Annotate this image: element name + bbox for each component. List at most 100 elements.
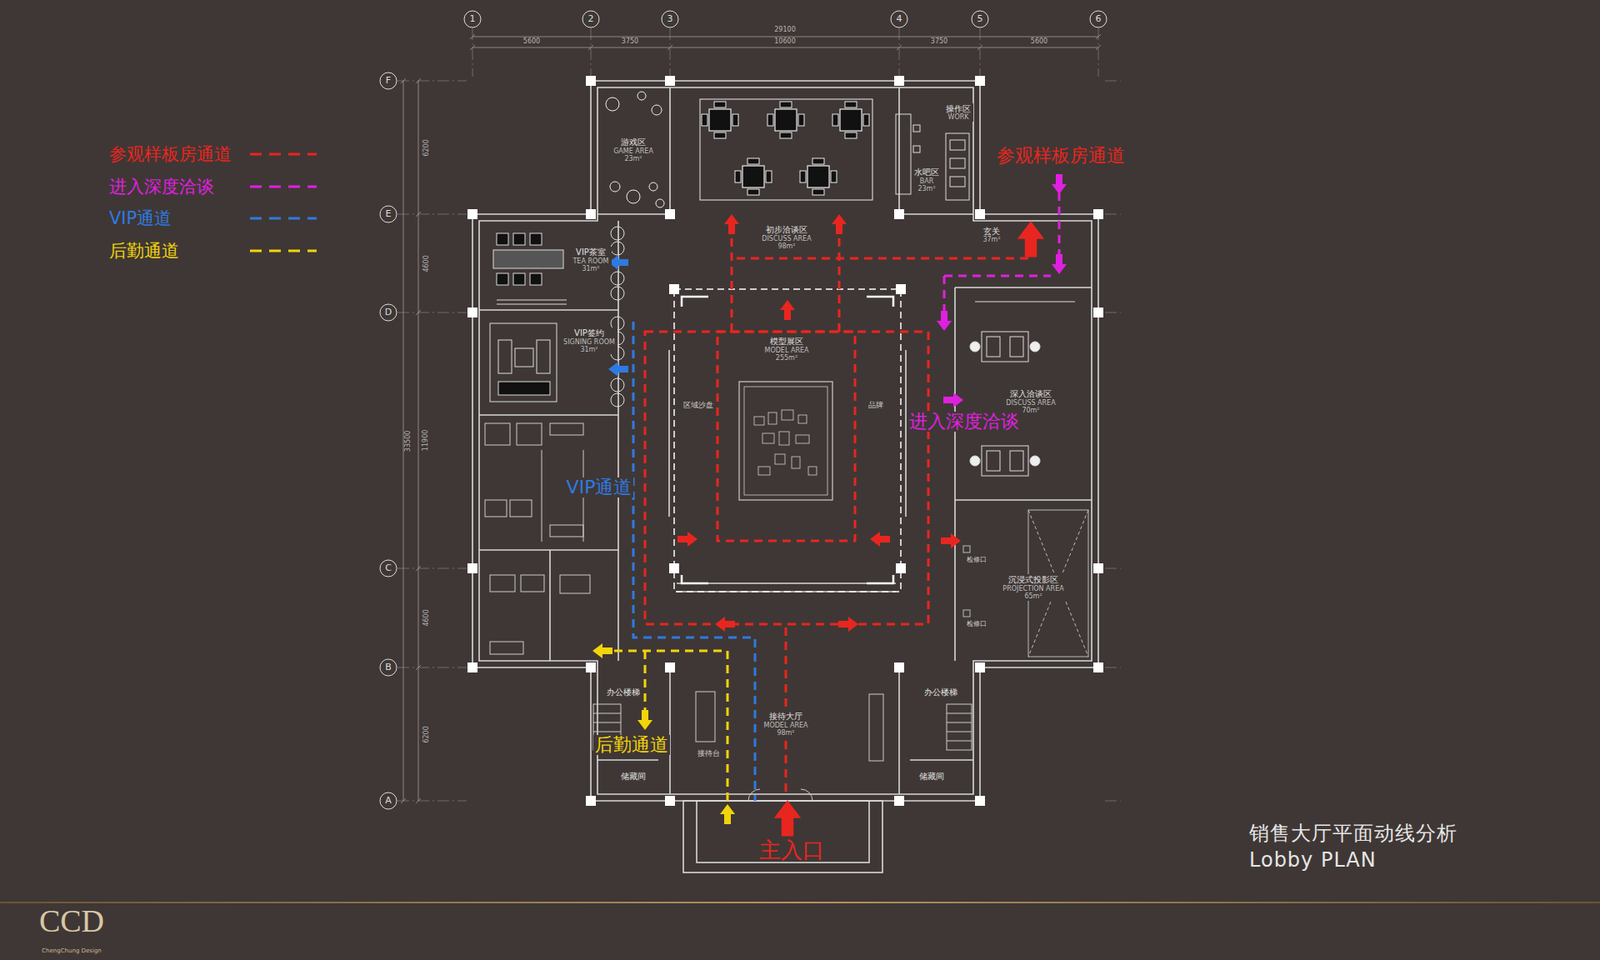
- deep-discuss-furniture-part: [970, 331, 1040, 362]
- magenta-flow-part: [944, 275, 1051, 278]
- room-name: 初步洽谈区: [761, 225, 811, 235]
- projection-area-part: [963, 610, 970, 617]
- vip-furniture-part: [610, 226, 625, 240]
- columns-part: [665, 662, 675, 673]
- room-label: 水吧区BAR23m²: [911, 166, 942, 194]
- room-info: 98m²: [764, 729, 809, 737]
- lower-block-part: [593, 731, 621, 733]
- yellow-flow: [608, 650, 728, 801]
- red-flow-part: [736, 257, 1031, 260]
- bar-counters-part: [913, 145, 920, 153]
- building-walls-part: [479, 87, 1092, 795]
- lower-block-part: [695, 691, 715, 742]
- building-walls-part: [898, 667, 900, 795]
- room-info: 37m²: [982, 235, 1000, 244]
- grid-label: E: [384, 209, 394, 220]
- grid-lines-part: [1105, 80, 1121, 82]
- room-info: 98m²: [761, 242, 811, 250]
- vip-furniture-part: [515, 348, 534, 367]
- building-walls-part: [955, 499, 1092, 501]
- model-area-part-part: [779, 431, 790, 445]
- legend-line: [250, 249, 317, 252]
- room-label: 办公楼梯: [921, 686, 960, 699]
- vip-furniture-part: [530, 233, 542, 245]
- logo: CCD: [39, 904, 105, 940]
- grid-lines-part: [397, 312, 467, 314]
- toilets-offices-part: [490, 641, 524, 655]
- red-flow-part: [730, 230, 734, 332]
- discuss-tables-part: [735, 158, 772, 195]
- toilets-offices-part: [485, 423, 510, 445]
- lower-block-part: [593, 722, 621, 724]
- projection-area-part: [963, 545, 970, 553]
- building-walls-part: [668, 350, 670, 517]
- red-arrows-part: [780, 300, 795, 320]
- room-note: 检修口: [965, 556, 989, 565]
- room-name: 沉浸式投影区: [1002, 575, 1064, 585]
- toilets-offices-part: [510, 500, 532, 517]
- columns-part: [665, 75, 675, 86]
- room-info: BAR: [914, 177, 940, 185]
- model-area: [674, 289, 901, 592]
- columns-part: [467, 662, 478, 673]
- magenta-arrows-part: [943, 392, 964, 408]
- grid-bubbles-part: [380, 792, 397, 810]
- magenta-arrows-part: [936, 310, 952, 331]
- legend-swatch: [248, 150, 319, 159]
- vip-furniture-part: [610, 271, 625, 285]
- logo: ChengChung Design: [40, 948, 104, 955]
- columns-part: [467, 307, 478, 318]
- room-info: MODEL AREA: [764, 721, 809, 730]
- blue-arrows-part: [608, 255, 629, 270]
- vip-furniture-part: [498, 340, 512, 374]
- room-label: 模型展区MODEL AREA255m²: [762, 335, 812, 363]
- grid-lines-part: [590, 28, 592, 77]
- room-info: MODEL AREA: [765, 346, 810, 355]
- dimension: 10600: [772, 38, 797, 46]
- columns-part: [467, 209, 478, 220]
- room-name: 水吧区: [914, 167, 940, 178]
- columns-part: [975, 662, 985, 673]
- flow-label: 进入深度洽谈: [907, 411, 1021, 432]
- legend-line: [250, 185, 317, 188]
- lower-block-part: [946, 740, 972, 742]
- building-walls-part: [683, 800, 883, 873]
- yellow-arrows-part: [637, 710, 653, 730]
- discuss-tables-part: [700, 99, 873, 200]
- flow-label: 后勤通道: [593, 735, 670, 755]
- vip-furniture-part: [530, 273, 542, 285]
- columns-part: [467, 563, 478, 574]
- vip-furniture-part: [610, 241, 625, 255]
- columns-part: [975, 795, 985, 806]
- discuss-tables-part: [832, 101, 870, 139]
- room-note: 区域沙盘: [681, 401, 715, 410]
- dimension-lines-part: [472, 36, 1099, 38]
- columns-part: [895, 563, 906, 574]
- dimension-lines-part: [418, 80, 420, 801]
- model-area-part: [744, 386, 828, 495]
- lower-block-part: [946, 704, 972, 750]
- columns-part: [975, 75, 985, 86]
- game-area-decor-part: [655, 199, 665, 208]
- model-area-part: [681, 296, 894, 584]
- red-flow-part: [645, 331, 929, 625]
- legend-swatch: [248, 214, 319, 223]
- discuss-tables-part: [800, 158, 837, 195]
- vip-furniture-part: [496, 304, 567, 305]
- dimension: 5600: [521, 38, 542, 46]
- grid-label: 2: [586, 14, 596, 25]
- blue-arrows: [608, 255, 629, 377]
- game-area-decor-part: [651, 105, 662, 115]
- red-flow: [645, 230, 1031, 792]
- columns-part: [669, 284, 680, 295]
- room-name: 深入洽谈区: [1005, 389, 1055, 400]
- deep-discuss-furniture-part: [970, 445, 1040, 476]
- grid-lines-part: [397, 214, 467, 215]
- columns-part: [1093, 307, 1104, 318]
- flow-label: VIP通道: [565, 477, 635, 498]
- room-label: VIP茶室TEA ROOM31m²: [570, 246, 611, 274]
- room-label: 玄关37m²: [980, 225, 1003, 245]
- dimension: 33500: [405, 428, 414, 453]
